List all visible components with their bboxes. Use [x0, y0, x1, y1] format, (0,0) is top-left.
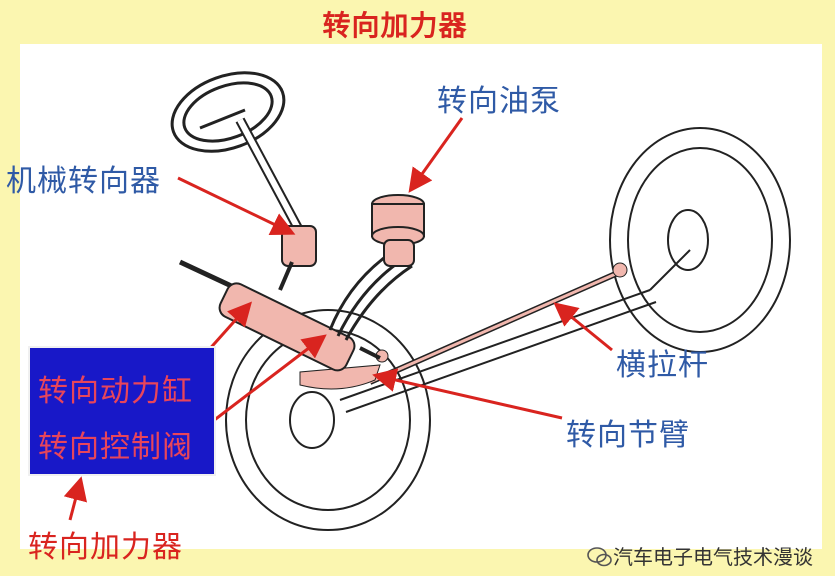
arrow-control-valve: [195, 334, 327, 436]
arrow-power-booster: [63, 476, 88, 521]
label-tie-rod: 横拉杆: [616, 348, 709, 383]
callout-arrows: [63, 117, 613, 521]
label-control-valve: 转向控制阀: [38, 430, 193, 465]
wechat-icon: [587, 547, 612, 567]
right-wheel: [609, 127, 791, 353]
arrow-tie-rod: [553, 302, 613, 352]
label-mechanical-steering-gear: 机械转向器: [6, 164, 161, 199]
page-title: 转向加力器: [322, 9, 468, 42]
steering-wheel: [170, 71, 286, 153]
mechanical-steering-gear: [278, 225, 317, 291]
tie-rod: [368, 262, 628, 385]
booster-components-box: 转向动力缸 转向控制阀: [28, 346, 216, 476]
label-steering-knuckle-arm: 转向节臂: [566, 418, 690, 453]
label-power-cylinder: 转向动力缸: [38, 374, 193, 409]
watermark-text: 汽车电子电气技术漫谈: [613, 545, 813, 569]
arrow-knuckle-arm: [372, 368, 563, 420]
label-power-booster: 转向加力器: [28, 530, 183, 565]
steering-pump: [371, 194, 425, 267]
arrow-steering-pump: [408, 117, 464, 193]
label-steering-pump: 转向油泵: [437, 84, 561, 119]
arrow-mechanical-gear: [177, 176, 296, 235]
